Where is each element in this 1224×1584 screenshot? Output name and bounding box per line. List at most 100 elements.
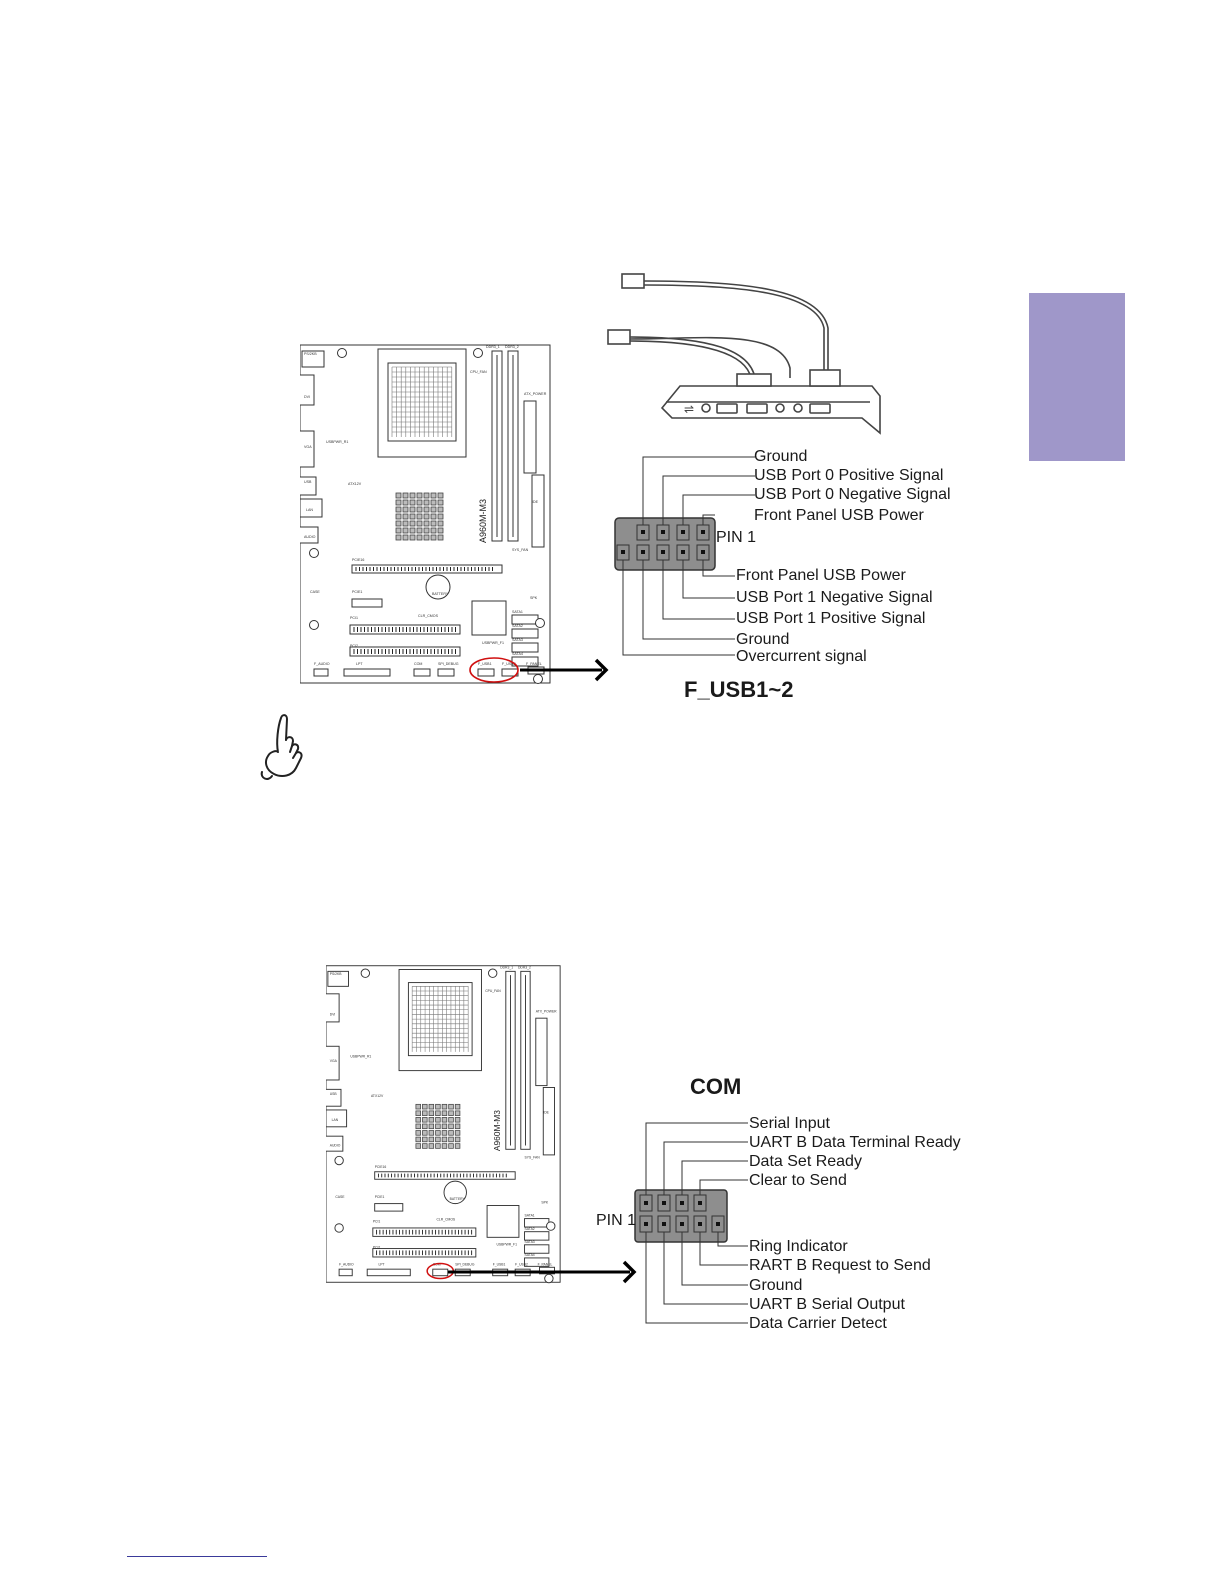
com-header-title: COM bbox=[690, 1074, 742, 1099]
board-silkscreen-label: DVI bbox=[330, 1012, 336, 1016]
board-silkscreen-label: SATA3 bbox=[512, 638, 523, 642]
board-silkscreen-label: SPK bbox=[530, 596, 538, 600]
board-silkscreen-label: IDE bbox=[532, 500, 539, 504]
usb-pointer-arrow bbox=[520, 658, 609, 682]
board-silkscreen-label: ATX_POWER bbox=[536, 1010, 557, 1014]
board-silkscreen-label: IDE bbox=[543, 1111, 549, 1115]
usb-pin-label: Front Panel USB Power bbox=[736, 567, 906, 584]
usb-header-title: F_USB1~2 bbox=[684, 677, 794, 702]
board-silkscreen-label: SPK bbox=[541, 1201, 548, 1205]
board-silkscreen-label: F_USB2 bbox=[515, 1262, 528, 1266]
board-silkscreen-label: F_AUDIO bbox=[314, 662, 330, 666]
board-silkscreen-label: BATTERY bbox=[450, 1197, 466, 1201]
board-silkscreen-label: CPU_FAN bbox=[485, 989, 501, 993]
usb-pin-label: USB Port 0 Negative Signal bbox=[754, 486, 951, 503]
board-silkscreen-label: DDR3_1 bbox=[486, 345, 500, 349]
com-pin-label: Clear to Send bbox=[749, 1172, 847, 1189]
board-silkscreen-label: ATX12V bbox=[348, 482, 362, 486]
board-silkscreen-label: PCIE16 bbox=[352, 558, 364, 562]
com-pin-label: Ground bbox=[749, 1277, 803, 1294]
highlight-circle bbox=[469, 657, 519, 683]
board-silkscreen-label: ATX12V bbox=[371, 1094, 384, 1098]
board-silkscreen-label: PCI2 bbox=[350, 644, 358, 648]
com-pin-label: Data Set Ready bbox=[749, 1153, 862, 1170]
usb-pin-label: Front Panel USB Power bbox=[754, 507, 924, 524]
board-silkscreen-label: ATX_POWER bbox=[524, 392, 547, 396]
board-silkscreen-label: PCI2 bbox=[373, 1246, 381, 1250]
board-silkscreen-label: CASE bbox=[310, 590, 320, 594]
board-silkscreen-label: BATTERY bbox=[432, 592, 449, 596]
usb-pin-label: Ground bbox=[736, 631, 790, 648]
board-silkscreen-label: F_PANEL bbox=[538, 1262, 553, 1266]
board-silkscreen-label: PCIE1 bbox=[352, 590, 362, 594]
board-silkscreen-label: SATA3 bbox=[525, 1240, 535, 1244]
board-silkscreen-label: COM bbox=[414, 662, 422, 666]
board-silkscreen-label: SATA1 bbox=[512, 610, 523, 614]
board-silkscreen-label: USB bbox=[304, 480, 312, 484]
board-silkscreen-label: LAN bbox=[332, 1118, 339, 1122]
usb-pin-label: USB Port 0 Positive Signal bbox=[754, 467, 944, 484]
board-silkscreen-label: LAN bbox=[306, 508, 313, 512]
board-silkscreen-label: CPU_FAN bbox=[470, 370, 487, 374]
board-silkscreen-label: VGA bbox=[330, 1059, 338, 1063]
motherboard-diagram-usb: A960M-M3 PS/2KB DVI VGA USB LAN AUDIO USBPWR_R1… bbox=[300, 344, 551, 684]
pointing-hand-icon bbox=[260, 714, 303, 780]
com-pin-label: Ring Indicator bbox=[749, 1238, 848, 1255]
board-model-label: A960M-M3 bbox=[478, 499, 488, 543]
usb-pin-label: Ground bbox=[754, 448, 808, 465]
usb-pin-label: USB Port 1 Positive Signal bbox=[736, 610, 926, 627]
board-silkscreen-label: F_USB1 bbox=[493, 1262, 506, 1266]
com-pin-label: UART B Data Terminal Ready bbox=[749, 1134, 961, 1151]
board-silkscreen-label: USBPWR_R1 bbox=[350, 1055, 371, 1059]
board-silkscreen-label: PS/2KB bbox=[304, 352, 317, 356]
board-silkscreen-label: SATA1 bbox=[525, 1214, 535, 1218]
com-pin1-label: PIN 1 bbox=[596, 1212, 637, 1229]
board-silkscreen-label: F_USB2 bbox=[502, 662, 516, 666]
board-silkscreen-label: F_USB1 bbox=[478, 662, 492, 666]
board-silkscreen-label: AUDIO bbox=[304, 535, 316, 539]
board-model-label: A960M-M3 bbox=[492, 1110, 502, 1151]
board-silkscreen-label: AUDIO bbox=[330, 1143, 341, 1147]
board-silkscreen-label: SPI_DEBUG bbox=[438, 662, 459, 666]
board-silkscreen-label: F_AUDIO bbox=[339, 1262, 354, 1266]
footer-rule bbox=[127, 1556, 267, 1557]
usb-bracket-illustration: ⇌ bbox=[607, 273, 881, 435]
board-silkscreen-label: DDR3_2 bbox=[505, 345, 519, 349]
com-header-pinout bbox=[634, 1122, 748, 1324]
com-pointer-arrow bbox=[448, 1260, 637, 1284]
com-pin-label: Data Carrier Detect bbox=[749, 1315, 887, 1332]
board-silkscreen-label: DDR3_1 bbox=[500, 966, 513, 970]
chapter-side-tab bbox=[1029, 293, 1125, 461]
board-silkscreen-label: DDR3_2 bbox=[518, 966, 531, 970]
board-silkscreen-label: SPI_DEBUG bbox=[455, 1262, 475, 1266]
usb-pin1-label: PIN 1 bbox=[716, 529, 757, 546]
usb-header-pinout bbox=[614, 456, 755, 656]
board-silkscreen-label: SYS_FAN bbox=[525, 1156, 541, 1160]
board-silkscreen-label: LPT bbox=[356, 662, 363, 666]
com-pin-label: Serial Input bbox=[749, 1115, 830, 1132]
board-silkscreen-label: PCI1 bbox=[373, 1219, 381, 1223]
board-silkscreen-label: USBPWR_R1 bbox=[326, 440, 348, 444]
board-silkscreen-label: CASE bbox=[335, 1195, 345, 1199]
board-silkscreen-label: SATA4 bbox=[525, 1253, 535, 1257]
board-silkscreen-label: CLR_CMOS bbox=[437, 1217, 456, 1221]
board-silkscreen-label: USBPWR_F1 bbox=[482, 641, 504, 645]
board-silkscreen-label: PCIE1 bbox=[375, 1195, 385, 1199]
board-silkscreen-label: SATA2 bbox=[525, 1227, 535, 1231]
com-pin-label: UART B Serial Output bbox=[749, 1296, 905, 1313]
motherboard-diagram-com: A960M-M3 PS/2KB DVI VGA USB LAN AUDIO USBPWR_R1… bbox=[326, 965, 561, 1284]
board-silkscreen-label: VGA bbox=[304, 445, 312, 449]
board-silkscreen-label: DVI bbox=[304, 395, 310, 399]
board-silkscreen-label: SATA2 bbox=[512, 624, 523, 628]
svg-text:⇌: ⇌ bbox=[684, 402, 694, 416]
board-silkscreen-label: USB bbox=[330, 1092, 338, 1096]
board-silkscreen-label: F_PANEL bbox=[526, 662, 542, 666]
usb-pin-label: Overcurrent signal bbox=[736, 648, 867, 665]
board-silkscreen-label: LPT bbox=[378, 1262, 384, 1266]
com-pin-label: RART B Request to Send bbox=[749, 1257, 931, 1274]
board-silkscreen-label: PCI1 bbox=[350, 616, 358, 620]
board-silkscreen-label: PCIE16 bbox=[375, 1165, 387, 1169]
board-silkscreen-label: SATA4 bbox=[512, 652, 523, 656]
usb-pin-label: USB Port 1 Negative Signal bbox=[736, 589, 933, 606]
board-silkscreen-label: PS/2KB bbox=[330, 972, 343, 976]
